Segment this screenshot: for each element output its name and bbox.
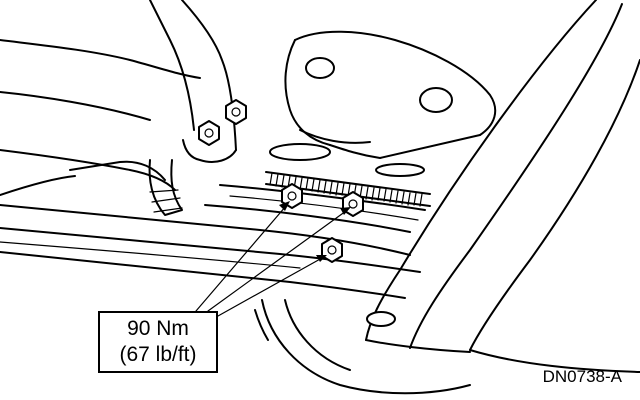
upper-left-body xyxy=(0,0,237,196)
torque-callout: 90 Nm (67 lb/ft) xyxy=(98,311,218,373)
bolt-middle-left xyxy=(198,120,220,146)
mount-pad-right xyxy=(375,163,425,177)
nut-left xyxy=(281,183,303,209)
bushing-upper xyxy=(305,57,335,79)
mount-pad-left xyxy=(269,143,331,161)
wheel-tire xyxy=(254,299,471,395)
bushing-lower xyxy=(419,87,453,113)
strap-bracket xyxy=(148,159,183,216)
nut-lower xyxy=(321,237,343,263)
bolt-upper-left xyxy=(225,99,247,125)
torque-value-metric: 90 Nm xyxy=(127,317,189,340)
fender-panel xyxy=(365,0,640,373)
spring-plate xyxy=(204,184,426,233)
figure-id: DN0738-A xyxy=(542,367,622,386)
frame-rail xyxy=(0,204,421,299)
torque-value-imperial: (67 lb/ft) xyxy=(119,343,197,366)
leader-lines xyxy=(195,201,351,317)
drain-hole xyxy=(366,311,396,327)
spring-hanger xyxy=(269,30,497,177)
